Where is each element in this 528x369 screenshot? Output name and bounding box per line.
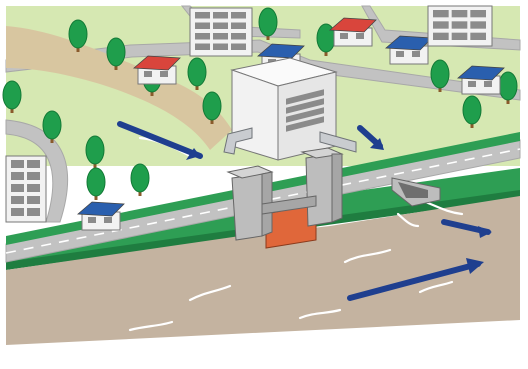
window bbox=[286, 116, 324, 132]
tree-icon bbox=[42, 110, 62, 143]
pump-station bbox=[230, 57, 338, 161]
house-icon bbox=[76, 201, 125, 231]
floodgate-icon bbox=[226, 147, 344, 249]
building-icon bbox=[5, 155, 47, 223]
tree-icon bbox=[258, 7, 278, 40]
river bbox=[6, 196, 520, 345]
tree-icon bbox=[2, 80, 22, 113]
dirt-path bbox=[6, 26, 232, 150]
tree-icon bbox=[106, 37, 126, 70]
outlet-culvert bbox=[391, 177, 441, 207]
tree-icon bbox=[187, 57, 207, 90]
building-icon bbox=[189, 7, 253, 57]
tree-icon bbox=[462, 95, 482, 128]
tree-icon bbox=[85, 135, 105, 168]
tree-icon bbox=[86, 167, 106, 200]
tree-icon bbox=[130, 163, 150, 196]
building-icon bbox=[427, 5, 493, 47]
tree-icon bbox=[430, 59, 450, 92]
flow-arrows bbox=[117, 121, 492, 301]
apartment-buildings bbox=[5, 5, 493, 223]
tree-icon bbox=[68, 19, 88, 52]
house-icon bbox=[456, 65, 505, 95]
window bbox=[286, 98, 324, 114]
tree-icon bbox=[202, 91, 222, 124]
window bbox=[286, 89, 324, 105]
house-icon bbox=[132, 55, 181, 85]
flow-arrow-icon bbox=[117, 121, 203, 160]
flow-arrow-icon bbox=[347, 258, 484, 301]
flow-arrow-icon bbox=[357, 125, 384, 150]
window bbox=[286, 107, 324, 123]
river-edge bbox=[6, 320, 520, 345]
house-icon bbox=[328, 17, 377, 47]
drain-pipe-icon bbox=[223, 127, 357, 155]
flow-arrow-icon bbox=[441, 219, 492, 238]
